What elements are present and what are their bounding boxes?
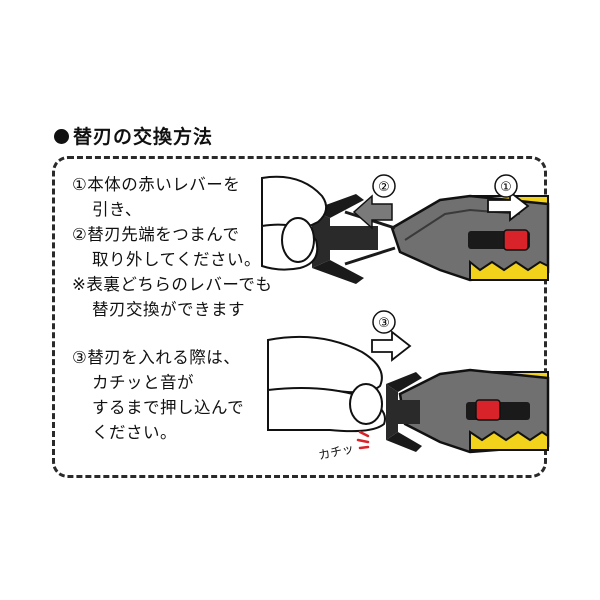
step-3-line-2: カチッと音が: [92, 373, 194, 392]
badge-3-icon: ③: [372, 310, 396, 334]
instruction-frame: [52, 156, 547, 478]
arrow-left-icon: [352, 194, 393, 230]
step-3-line-4: ください。: [92, 423, 177, 442]
hand-top: [261, 175, 328, 271]
cutter-body-top: [390, 194, 550, 282]
badge-2-icon: ②: [372, 174, 396, 198]
badge-1-label: ①: [500, 180, 512, 195]
arrow-right-icon: [487, 190, 530, 222]
badge-3-label: ③: [378, 316, 390, 331]
step-2-line-2: 取り外してください。: [92, 250, 262, 269]
section-title-text: 替刃の交換方法: [73, 126, 214, 148]
note-line-2: 替刃交換ができます: [92, 300, 245, 319]
step-2-line-1: ②替刃先端をつまんで: [72, 225, 240, 244]
note-text: ※表裏どちらのレバーでも 替刃交換ができます: [72, 272, 272, 322]
step-3-line-3: するまで押し込んで: [92, 398, 245, 417]
step-1-text: ①本体の赤いレバーを 引き、 ②替刃先端をつまんで 取り外してください。: [72, 172, 261, 272]
step-1-line-1: ①本体の赤いレバーを: [72, 175, 241, 194]
arrow-right-insert-icon: [371, 330, 412, 362]
red-lever-bottom: [475, 399, 501, 421]
hand-bottom: [267, 335, 386, 433]
step-1-line-2: 引き、: [92, 200, 142, 219]
bullet-dot: [54, 129, 69, 144]
badge-1-icon: ①: [494, 174, 518, 198]
note-line-1: ※表裏どちらのレバーでも: [72, 275, 273, 294]
section-title: 替刃の交換方法: [54, 122, 213, 149]
cutter-body-bottom: [398, 368, 550, 454]
click-sound-icon: [356, 430, 370, 450]
badge-2-label: ②: [378, 180, 390, 195]
step-3-line-1: ③替刃を入れる際は、: [72, 348, 241, 367]
blade-bottom: [386, 372, 422, 452]
red-lever-top: [503, 229, 529, 251]
step-3-text: ③替刃を入れる際は、 カチッと音が するまで押し込んで ください。: [72, 345, 244, 445]
